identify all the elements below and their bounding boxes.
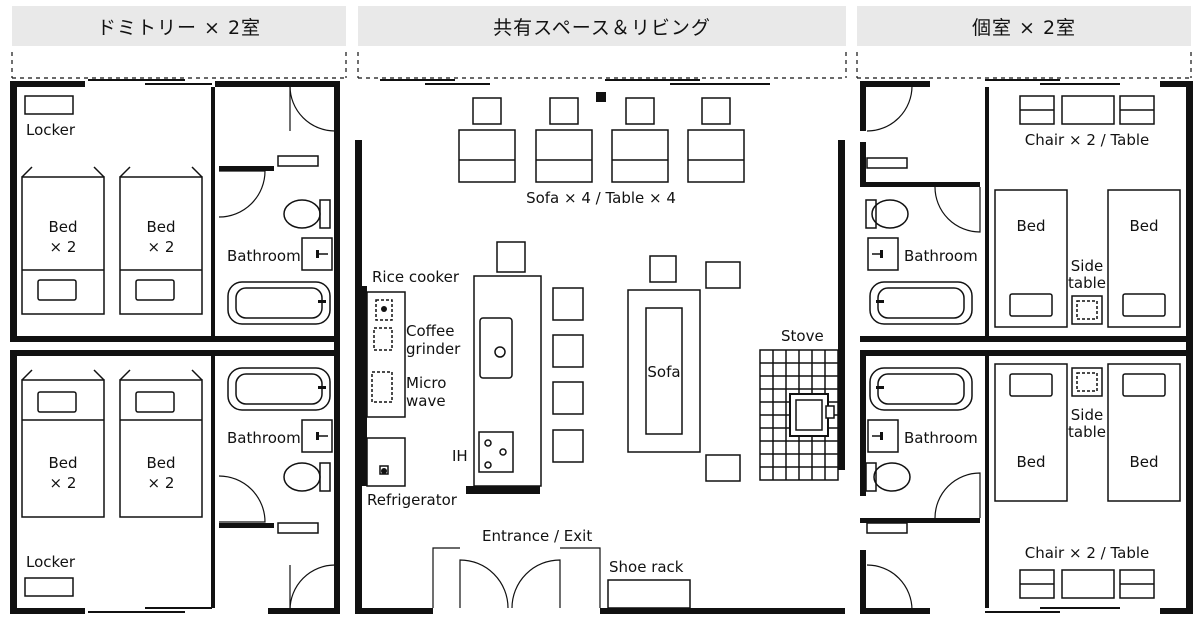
label-bed-2: Bed [146,218,175,236]
windows [88,79,1120,613]
label-micro-1: Micro [406,374,446,392]
label-bed-private-4: Bed [1129,453,1158,471]
label-bed-3: Bed [48,454,77,472]
dormitory-furniture [21,95,333,597]
label-bed-4: Bed [146,454,175,472]
label-coffee-2: grinder [406,340,461,358]
label-bathroom-dorm-bottom: Bathroom [227,429,301,447]
label-chair-table-bottom: Chair × 2 / Table [1025,544,1150,562]
label-bed-4-count: × 2 [148,474,175,492]
label-bathroom-dorm-top: Bathroom [227,247,301,265]
label-chair-table-top: Chair × 2 / Table [1025,131,1150,149]
label-bed-3-count: × 2 [50,474,77,492]
label-sofa: Sofa [647,363,680,381]
label-coffee-1: Coffee [406,322,454,340]
label-side-table-top-2: table [1068,274,1106,292]
walls [10,81,1193,614]
stove-icon [789,393,835,437]
label-locker-bottom: Locker [26,553,76,571]
shared-furniture [366,97,839,609]
label-rice-cooker: Rice cooker [372,268,460,286]
door-swings [218,85,981,611]
label-bed-private-3: Bed [1016,453,1045,471]
label-entrance: Entrance / Exit [482,527,592,545]
label-bathroom-private-top: Bathroom [904,247,978,265]
label-bathroom-private-bottom: Bathroom [904,429,978,447]
label-bed-1-count: × 2 [50,238,77,256]
label-sofa-table: Sofa × 4 / Table × 4 [526,189,676,207]
appliance-marks [316,92,884,494]
label-ih: IH [452,447,468,465]
label-stove: Stove [781,327,824,345]
label-bed-2-count: × 2 [148,238,175,256]
label-side-table-bottom-1: Side [1071,406,1103,424]
label-bed-private-2: Bed [1129,217,1158,235]
label-refrigerator: Refrigerator [367,491,458,509]
header-shared-space: 共有スペース＆リビング [358,6,846,46]
label-bed-1: Bed [48,218,77,236]
label-micro-2: wave [406,392,446,410]
label-side-table-top-1: Side [1071,257,1103,275]
section-boundaries [11,52,1192,79]
label-shoe-rack: Shoe rack [609,558,684,576]
header-dormitory: ドミトリー × 2室 [12,6,346,46]
label-bed-private-1: Bed [1016,217,1045,235]
label-locker-top: Locker [26,121,76,139]
private-furniture [865,95,1181,599]
label-side-table-bottom-2: table [1068,423,1106,441]
header-private-rooms: 個室 × 2室 [857,6,1191,46]
